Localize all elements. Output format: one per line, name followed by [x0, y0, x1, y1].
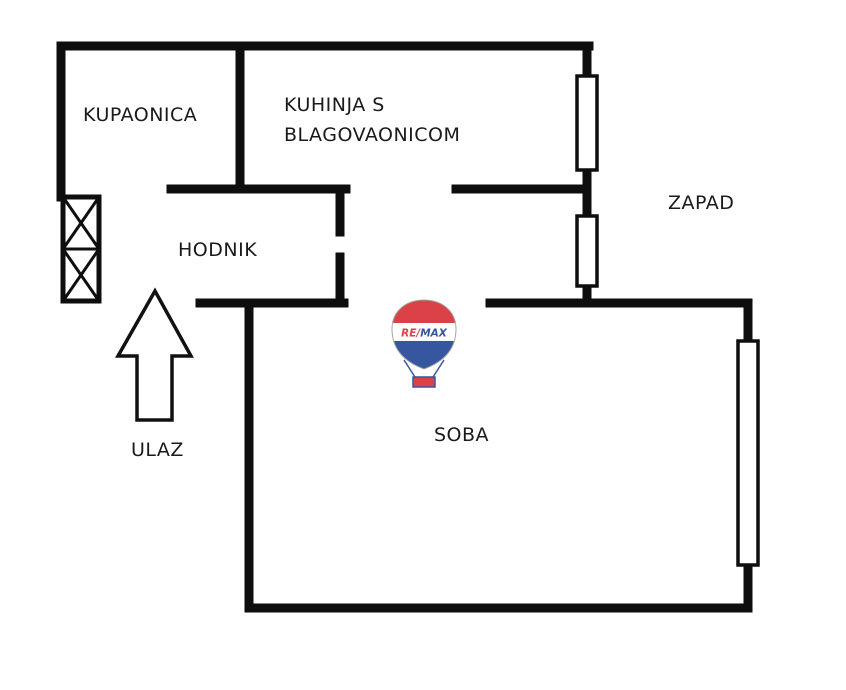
room-label-hallway: HODNIK — [178, 239, 258, 261]
hatched-window-symbol — [60, 194, 102, 304]
remax-balloon-logo: RE/MAX — [391, 299, 457, 388]
room-label-bathroom: KUPAONICA — [83, 104, 198, 126]
balloon-tether-left — [403, 359, 416, 378]
room-label-kitchen-line1: KUHINJA S — [284, 94, 385, 116]
window-kitchen-lower — [575, 214, 599, 288]
room-label-kitchen-line2: BLAGOVAONICOM — [284, 124, 461, 146]
window-kitchen-upper — [575, 74, 599, 172]
balloon-basket — [412, 376, 436, 388]
entrance-arrow — [114, 287, 194, 422]
balloon-wordmark: RE/MAX — [401, 328, 448, 340]
orientation-label-west: ZAPAD — [668, 192, 735, 214]
entrance-label: ULAZ — [131, 439, 184, 461]
window-living-room — [736, 339, 760, 567]
room-label-kitchen: KUHINJA S BLAGOVAONICOM — [284, 90, 460, 150]
balloon-band-white — [392, 323, 456, 341]
balloon-band-blue — [392, 341, 456, 369]
balloon-tether-right — [432, 359, 445, 378]
balloon-band-red — [392, 300, 456, 323]
room-label-living-room: SOBA — [434, 424, 490, 446]
